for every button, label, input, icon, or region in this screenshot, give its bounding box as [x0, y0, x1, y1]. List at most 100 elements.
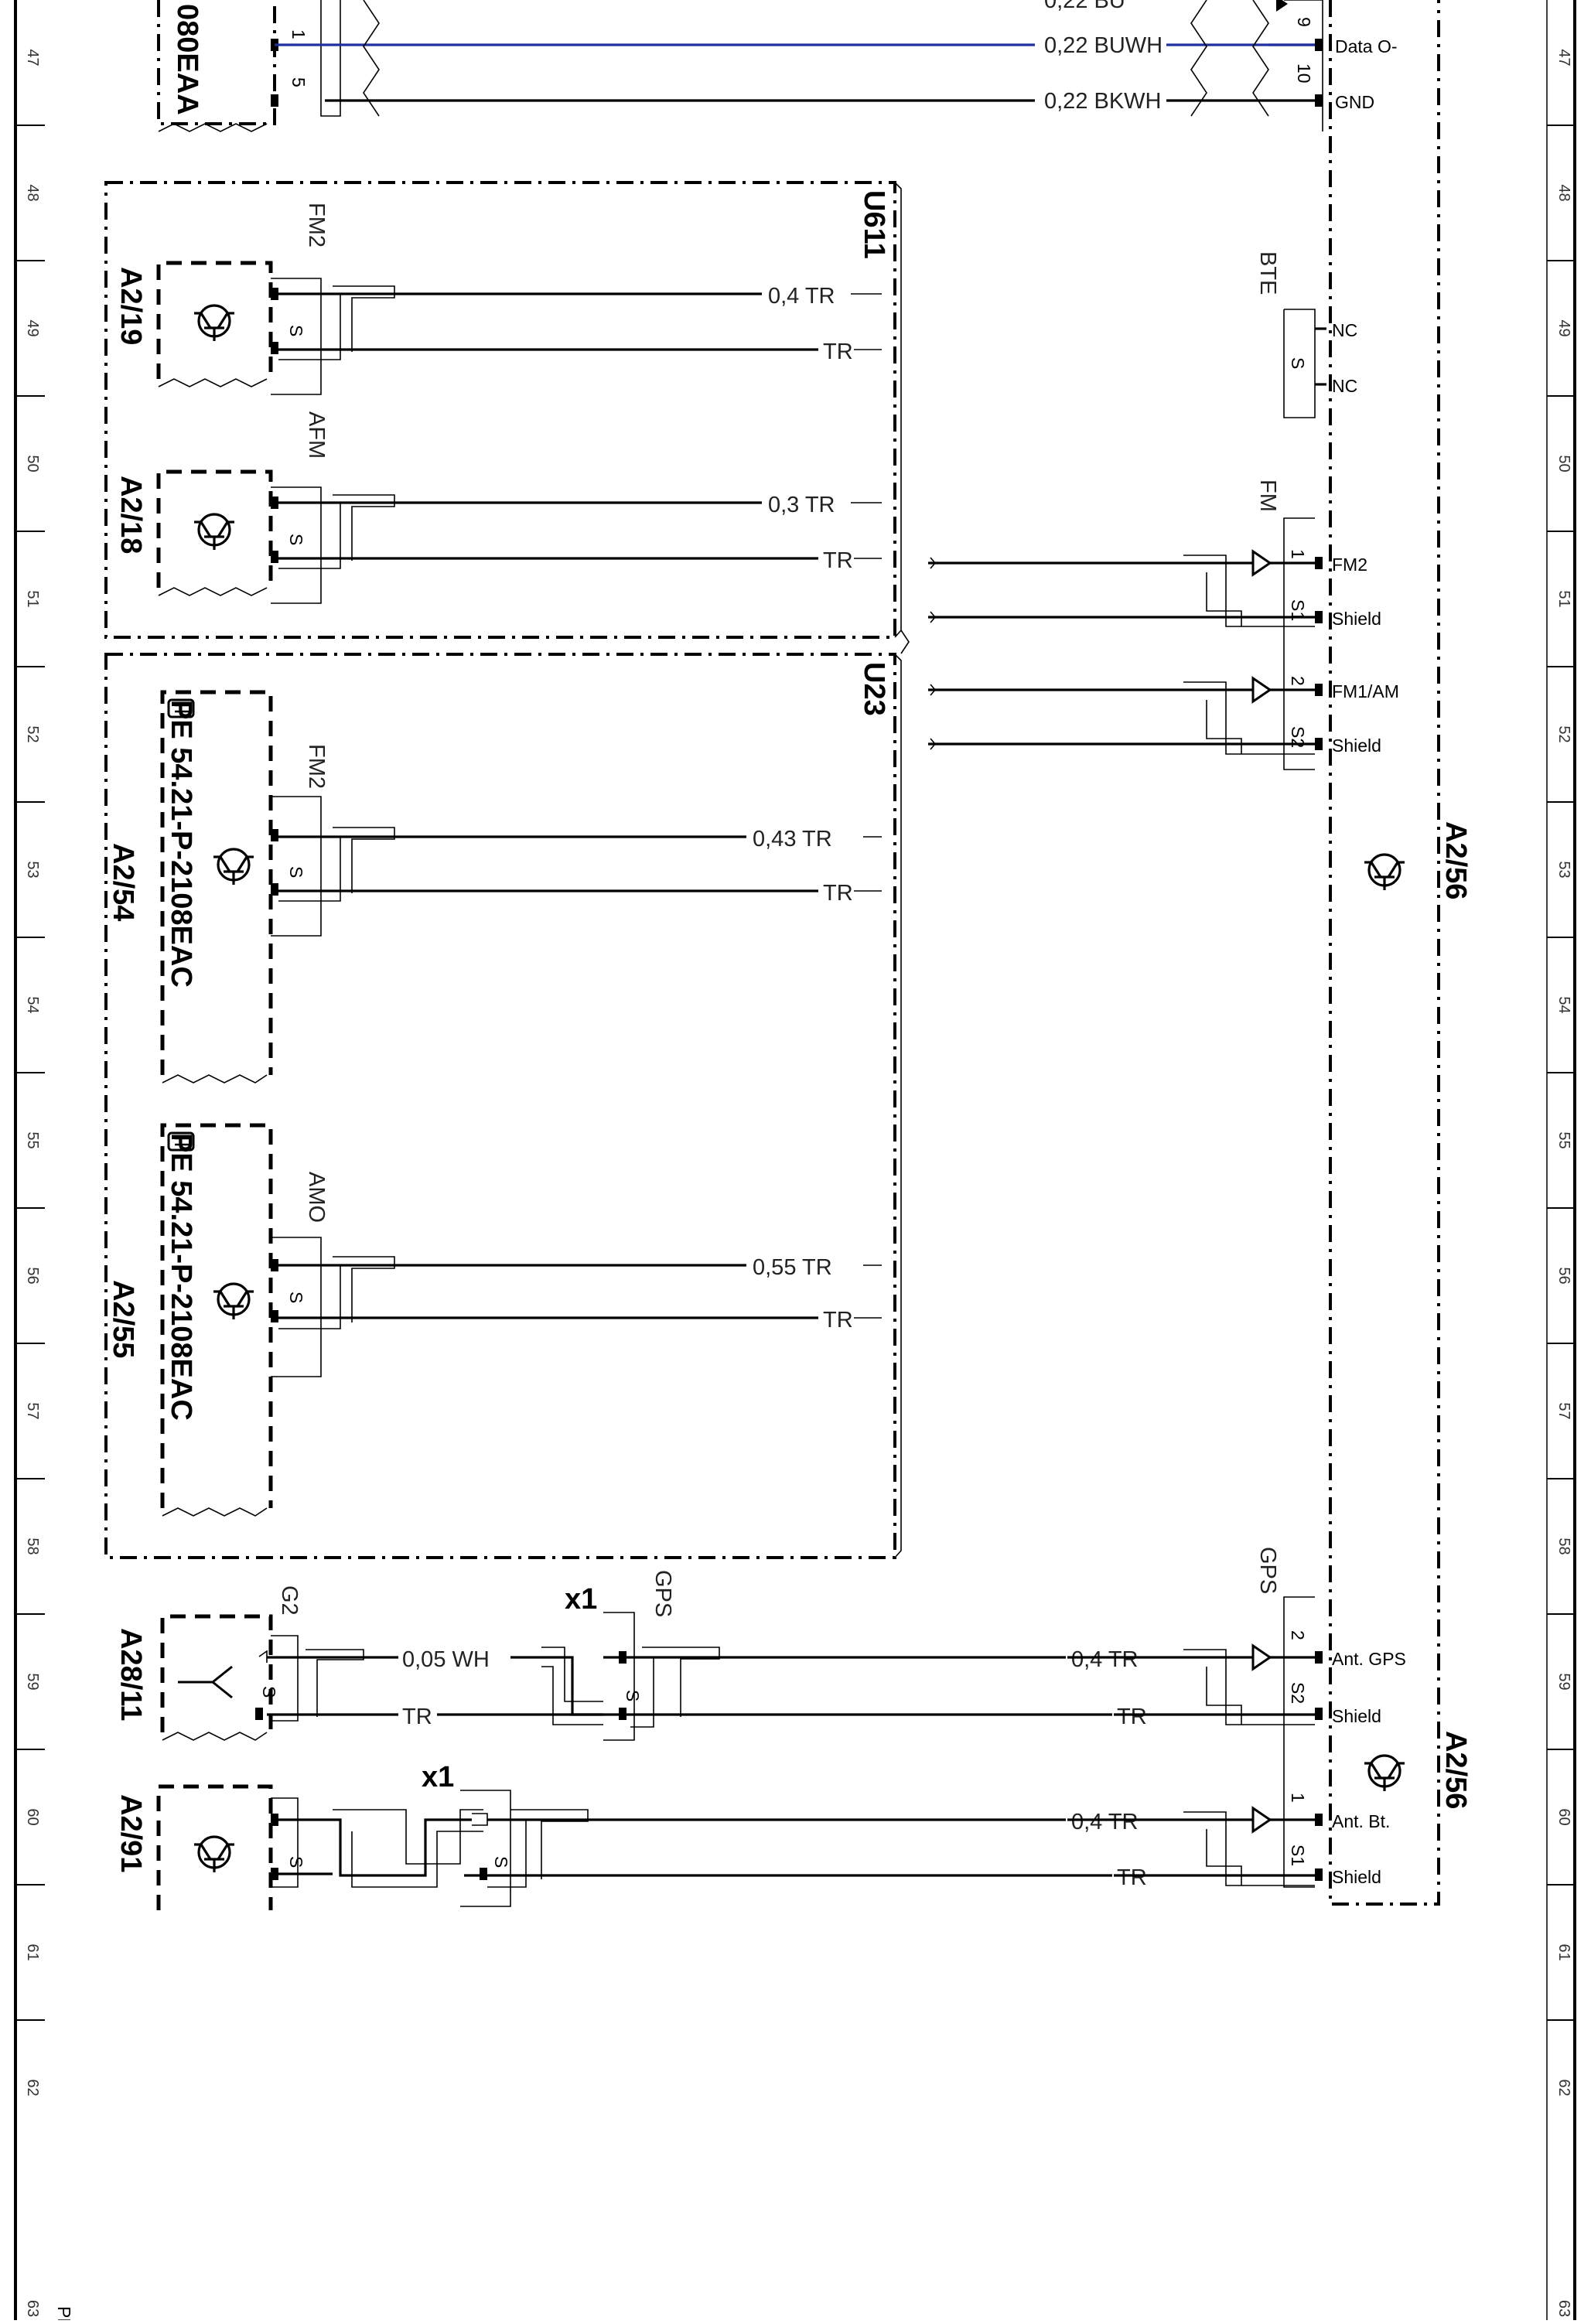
antenna-a2-55-wire-label: 0,55 TR	[753, 1255, 832, 1280]
fm-pin-fm1-am-signal: FM1/AM	[1332, 681, 1399, 701]
antenna-a2-55-id: A2/55	[107, 1280, 139, 1358]
grid-row-label-right-51: 51	[1555, 590, 1572, 607]
antenna-a2-54-wire-label: 0,43 TR	[753, 827, 832, 851]
x1-bt-connector: x1 S	[422, 1761, 1114, 1907]
fm-connector-name: FM	[1255, 479, 1280, 512]
antenna-a2-55: A2/55 PE 54.21-P-2108EAC AMO S 0,55 TR T…	[107, 1123, 882, 1517]
antenna-a28-11-id: A28/11	[114, 1628, 147, 1721]
top-pin-10-num: 10	[1294, 63, 1314, 84]
module-a2-56-id-lower: A2/56	[1439, 1731, 1472, 1809]
gps-pin-shield-1-signal: Shield	[1332, 1867, 1381, 1887]
grid-row-label-right-54: 54	[1555, 996, 1572, 1013]
antenna-a2-91-shield: S	[286, 1856, 306, 1868]
antenna-a2-19: A2/19 FM2 S 0,4 TR TR	[114, 203, 882, 395]
antenna-a28-11: A28/11 G2 S 0,05 WH TR	[114, 1585, 603, 1741]
antenna-a2-19-shield: S	[286, 325, 306, 336]
top-wires: 0,22 BU 0,22 BUWH 0,22 BKWH 9 10 Data O-…	[275, 0, 1398, 131]
gps-connector: GPS 2 S2 1 S1 Ant. GPS Shield Ant. Bt. S…	[1067, 1547, 1406, 1888]
grid-row-label-right-48: 48	[1555, 184, 1572, 201]
grid-row-label-right-53: 53	[1555, 861, 1572, 878]
grid-row-label-right-47: 47	[1555, 49, 1572, 66]
grid-row-label-left-60: 60	[24, 1808, 41, 1825]
gps-pin-1-num: 1	[1288, 1793, 1308, 1803]
x1-gps-label: x1	[565, 1583, 597, 1616]
gps-pin-s1-num: S1	[1288, 1845, 1308, 1866]
bte-pin-nc-1: NC	[1332, 320, 1357, 340]
footer-reference: PE 8	[54, 2306, 74, 2320]
grid-frame	[14, 0, 1576, 2320]
antenna-a28-11-wire-label: 0,05 WH	[402, 1647, 490, 1672]
antenna-a2-54-connector: FM2	[304, 744, 329, 789]
grid-row-label-left-56: 56	[24, 1267, 41, 1284]
group-u611: U611	[104, 181, 910, 654]
antenna-a2-54-shield-label: TR	[823, 881, 853, 906]
fm-pin-s2-num: S2	[1288, 726, 1308, 748]
antenna-a2-54: A2/54 PE 54.21-P-2108EAC FM2 S 0,43 TR T…	[107, 690, 882, 1084]
gps-pin-shield-2-signal: Shield	[1332, 1706, 1381, 1726]
hand-pointer-icon	[167, 698, 195, 718]
gps-wire-label-2: TR	[1117, 1705, 1147, 1729]
antenna-a2-18: A2/18 AFM S 0,3 TR TR	[114, 411, 882, 604]
grid-row-label-right-49: 49	[1555, 319, 1572, 336]
antenna-a2-18-wire-label: 0,3 TR	[768, 493, 835, 517]
grid-row-label-right-63: 63	[1555, 2300, 1572, 2317]
antenna-a2-55-shield: S	[286, 1292, 306, 1303]
grid-row-label-right-61: 61	[1555, 1943, 1572, 1961]
fm-connector: FM 1 S1 2 S2 FM2 Shield FM1/AM Shield	[928, 479, 1399, 770]
grid-row-label-right-55: 55	[1555, 1131, 1572, 1148]
top-pin-data-o-signal: Data O-	[1335, 36, 1398, 56]
antenna-a2-91-id: A2/91	[114, 1794, 147, 1872]
antenna-a2-55-shield-label: TR	[823, 1308, 853, 1333]
grid-row-label-left-51: 51	[24, 590, 41, 607]
antenna-a2-19-id: A2/19	[114, 267, 147, 345]
gps-pin-s2-num: S2	[1288, 1682, 1308, 1704]
fm-pin-s1-num: S1	[1288, 599, 1308, 621]
grid-row-label-left-62: 62	[24, 2079, 41, 2096]
grid-row-label-left-57: 57	[24, 1402, 41, 1419]
fm-pin-shield-2-signal: Shield	[1332, 735, 1381, 756]
top-pin-gnd-signal: GND	[1335, 92, 1374, 112]
x1-gps-connector: x1 GPS S	[541, 1570, 1114, 1741]
grid-row-label-left-48: 48	[24, 184, 41, 201]
gps-pin-ant-gps-signal: Ant. GPS	[1332, 1649, 1406, 1669]
gps-wire-labels: 0,4 TR TR 0,4 TR TR	[1066, 1643, 1159, 1890]
x1-bt-label: x1	[422, 1761, 454, 1793]
x1-bt-shield: S	[491, 1856, 511, 1868]
top-component: 080EAA 1 5	[157, 0, 341, 132]
hand-pointer-icon	[167, 1131, 195, 1152]
top-wire-label-bkwh: 0,22 BKWH	[1044, 89, 1162, 114]
antenna-a2-18-id: A2/18	[114, 476, 147, 554]
antenna-a2-55-ref: PE 54.21-P-2108EAC	[165, 1133, 197, 1421]
antenna-a2-54-shield: S	[286, 866, 306, 878]
antenna-a28-11-connector: G2	[277, 1585, 302, 1616]
fm-pin-shield-1-signal: Shield	[1332, 609, 1381, 629]
grid-row-label-left-54: 54	[24, 996, 41, 1013]
grid-row-label-left-49: 49	[24, 319, 41, 336]
module-a2-56-id-upper: A2/56	[1439, 821, 1472, 899]
top-component-pin-1: 1	[288, 29, 309, 39]
antenna-a28-11-shield: S	[259, 1686, 279, 1698]
grid-row-label-right-50: 50	[1555, 455, 1572, 472]
gps-wire-label-1: 0,4 TR	[1071, 1647, 1139, 1672]
grid-row-label-left-50: 50	[24, 455, 41, 472]
top-component-pin-5: 5	[288, 77, 309, 87]
antenna-a2-19-shield-label: TR	[823, 340, 853, 364]
antenna-a2-55-connector: AMO	[304, 1172, 329, 1223]
top-component-id: 080EAA	[171, 4, 203, 115]
grid-row-label-right-62: 62	[1555, 2079, 1572, 2096]
fm-pin-2-num: 2	[1288, 676, 1308, 686]
grid-row-label-left-61: 61	[24, 1943, 41, 1961]
grid-row-label-left-52: 52	[24, 725, 41, 742]
top-wire-label-bu: 0,22 BU	[1044, 0, 1125, 13]
grid-row-label-right-57: 57	[1555, 1402, 1572, 1419]
antenna-a2-91: A2/91 S	[114, 1784, 483, 1910]
grid-row-label-left-58: 58	[24, 1537, 41, 1554]
gps-antenna-icon	[178, 1665, 233, 1699]
bte-label: BTE	[1255, 251, 1280, 295]
antenna-a2-19-wire-label: 0,4 TR	[768, 284, 835, 309]
gps-wire-label-3: 0,4 TR	[1071, 1810, 1139, 1834]
bte-shield: S	[1288, 357, 1308, 369]
